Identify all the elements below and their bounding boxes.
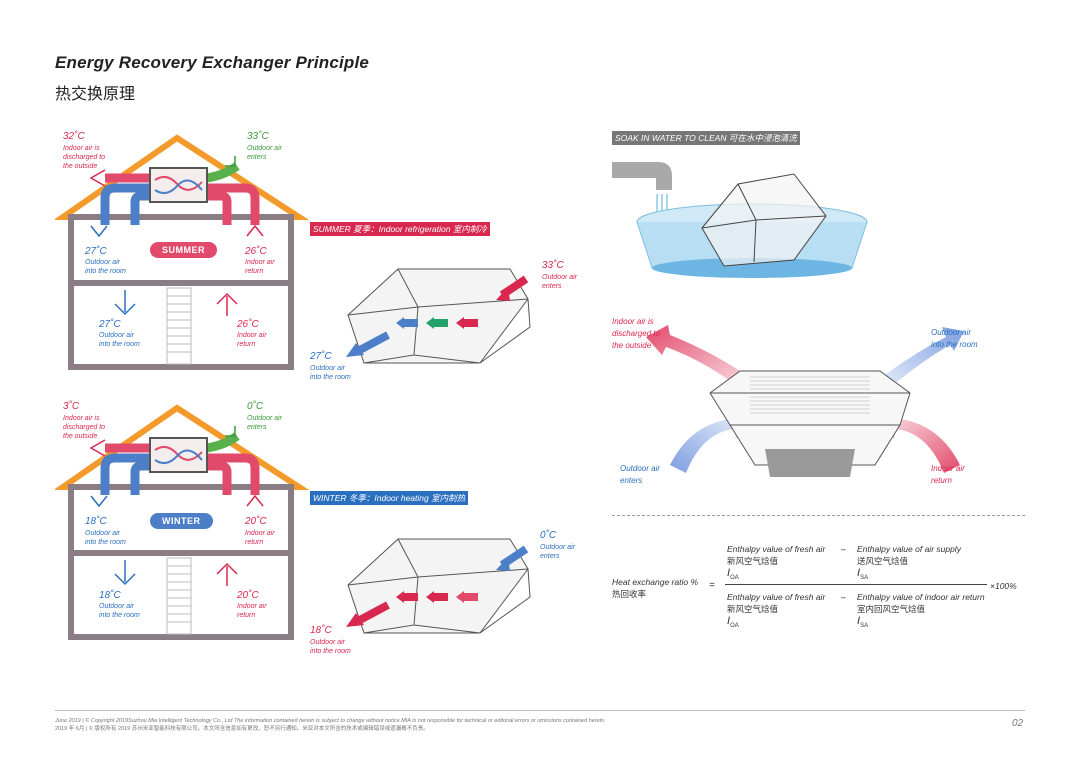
winter-core-in-temp: 0˚C (540, 530, 557, 541)
summer-badge: SUMMER (150, 242, 217, 258)
summer-core-diagram (346, 268, 531, 364)
summer-house-diagram (55, 134, 310, 370)
winter-house-diagram (55, 404, 310, 640)
summer-lower-return-arrow (216, 292, 238, 305)
summer-return-duct (207, 183, 260, 225)
divider (612, 515, 1025, 516)
soak-banner: SOAK IN WATER TO CLEAN 可在水中浸泡清洗 (612, 131, 800, 145)
footer-rule (55, 710, 1025, 711)
summer-core-in-temp: 33˚C (542, 260, 564, 271)
flow-diagram (646, 325, 964, 477)
winter-upper-supply-temp: 18˚C (85, 516, 107, 527)
summer-lower-return-temp: 26˚C (237, 319, 259, 330)
formula-equals: = (709, 580, 715, 591)
winter-core-in-arrow (496, 557, 510, 571)
faucet-icon (612, 162, 672, 190)
summer-walls (68, 214, 294, 370)
summer-exhaust-arrow (89, 169, 106, 187)
winter-core-diagram (346, 538, 531, 634)
formula-multiplier: ×100% (990, 581, 1017, 591)
winter-lower-return-temp: 20˚C (237, 590, 259, 601)
summer-intake-temp: 33˚C (247, 131, 269, 142)
formula-num-minus: – (841, 544, 846, 554)
winter-walls (68, 484, 294, 640)
summer-lower-supply-temp: 27˚C (99, 319, 121, 330)
summer-intake-arrow (225, 156, 236, 167)
summer-core-out-arrow (346, 343, 364, 357)
summer-supply-duct-left (100, 183, 150, 225)
page-subtitle: 热交换原理 (55, 86, 136, 103)
page-title: Energy Recovery Exchanger Principle (55, 53, 370, 72)
summer-intake-duct (206, 162, 240, 183)
winter-upper-return-temp: 20˚C (245, 516, 267, 527)
winter-badge: WINTER (150, 513, 213, 529)
page-number: 02 (1012, 718, 1024, 729)
footer-copyright: June 2019 | © Copyright 2019Suzhou Mia I… (55, 718, 606, 732)
summer-upper-supply-temp: 27˚C (85, 246, 107, 257)
soak-diagram (612, 162, 868, 278)
winter-intake-temp: 0˚C (247, 401, 264, 412)
fraction-bar (725, 584, 987, 585)
summer-upper-return-temp: 26˚C (245, 246, 267, 257)
winter-core-out-arrow (346, 613, 364, 627)
winter-exhaust-temp: 3˚C (63, 401, 80, 412)
winter-core-banner: WINTER 冬季：Indoor heating 室内制热 (310, 491, 469, 505)
summer-lower-supply-arrow (114, 303, 136, 316)
summer-stairs (166, 287, 192, 365)
winter-stairs (166, 557, 192, 635)
winter-core-out-temp: 18˚C (310, 625, 332, 636)
formula-lhs: Heat exchange ratio %热回收率 (612, 577, 698, 599)
formula-den-minus: – (841, 592, 846, 602)
summer-core-banner: SUMMER 夏季：Indoor refrigeration 室内制冷 (310, 222, 490, 236)
summer-exhaust-temp: 32˚C (63, 131, 85, 142)
summer-core-out-temp: 27˚C (310, 351, 332, 362)
winter-lower-supply-temp: 18˚C (99, 590, 121, 601)
summer-core-in-arrow (496, 287, 510, 301)
supply-flow-arrow (872, 327, 964, 395)
